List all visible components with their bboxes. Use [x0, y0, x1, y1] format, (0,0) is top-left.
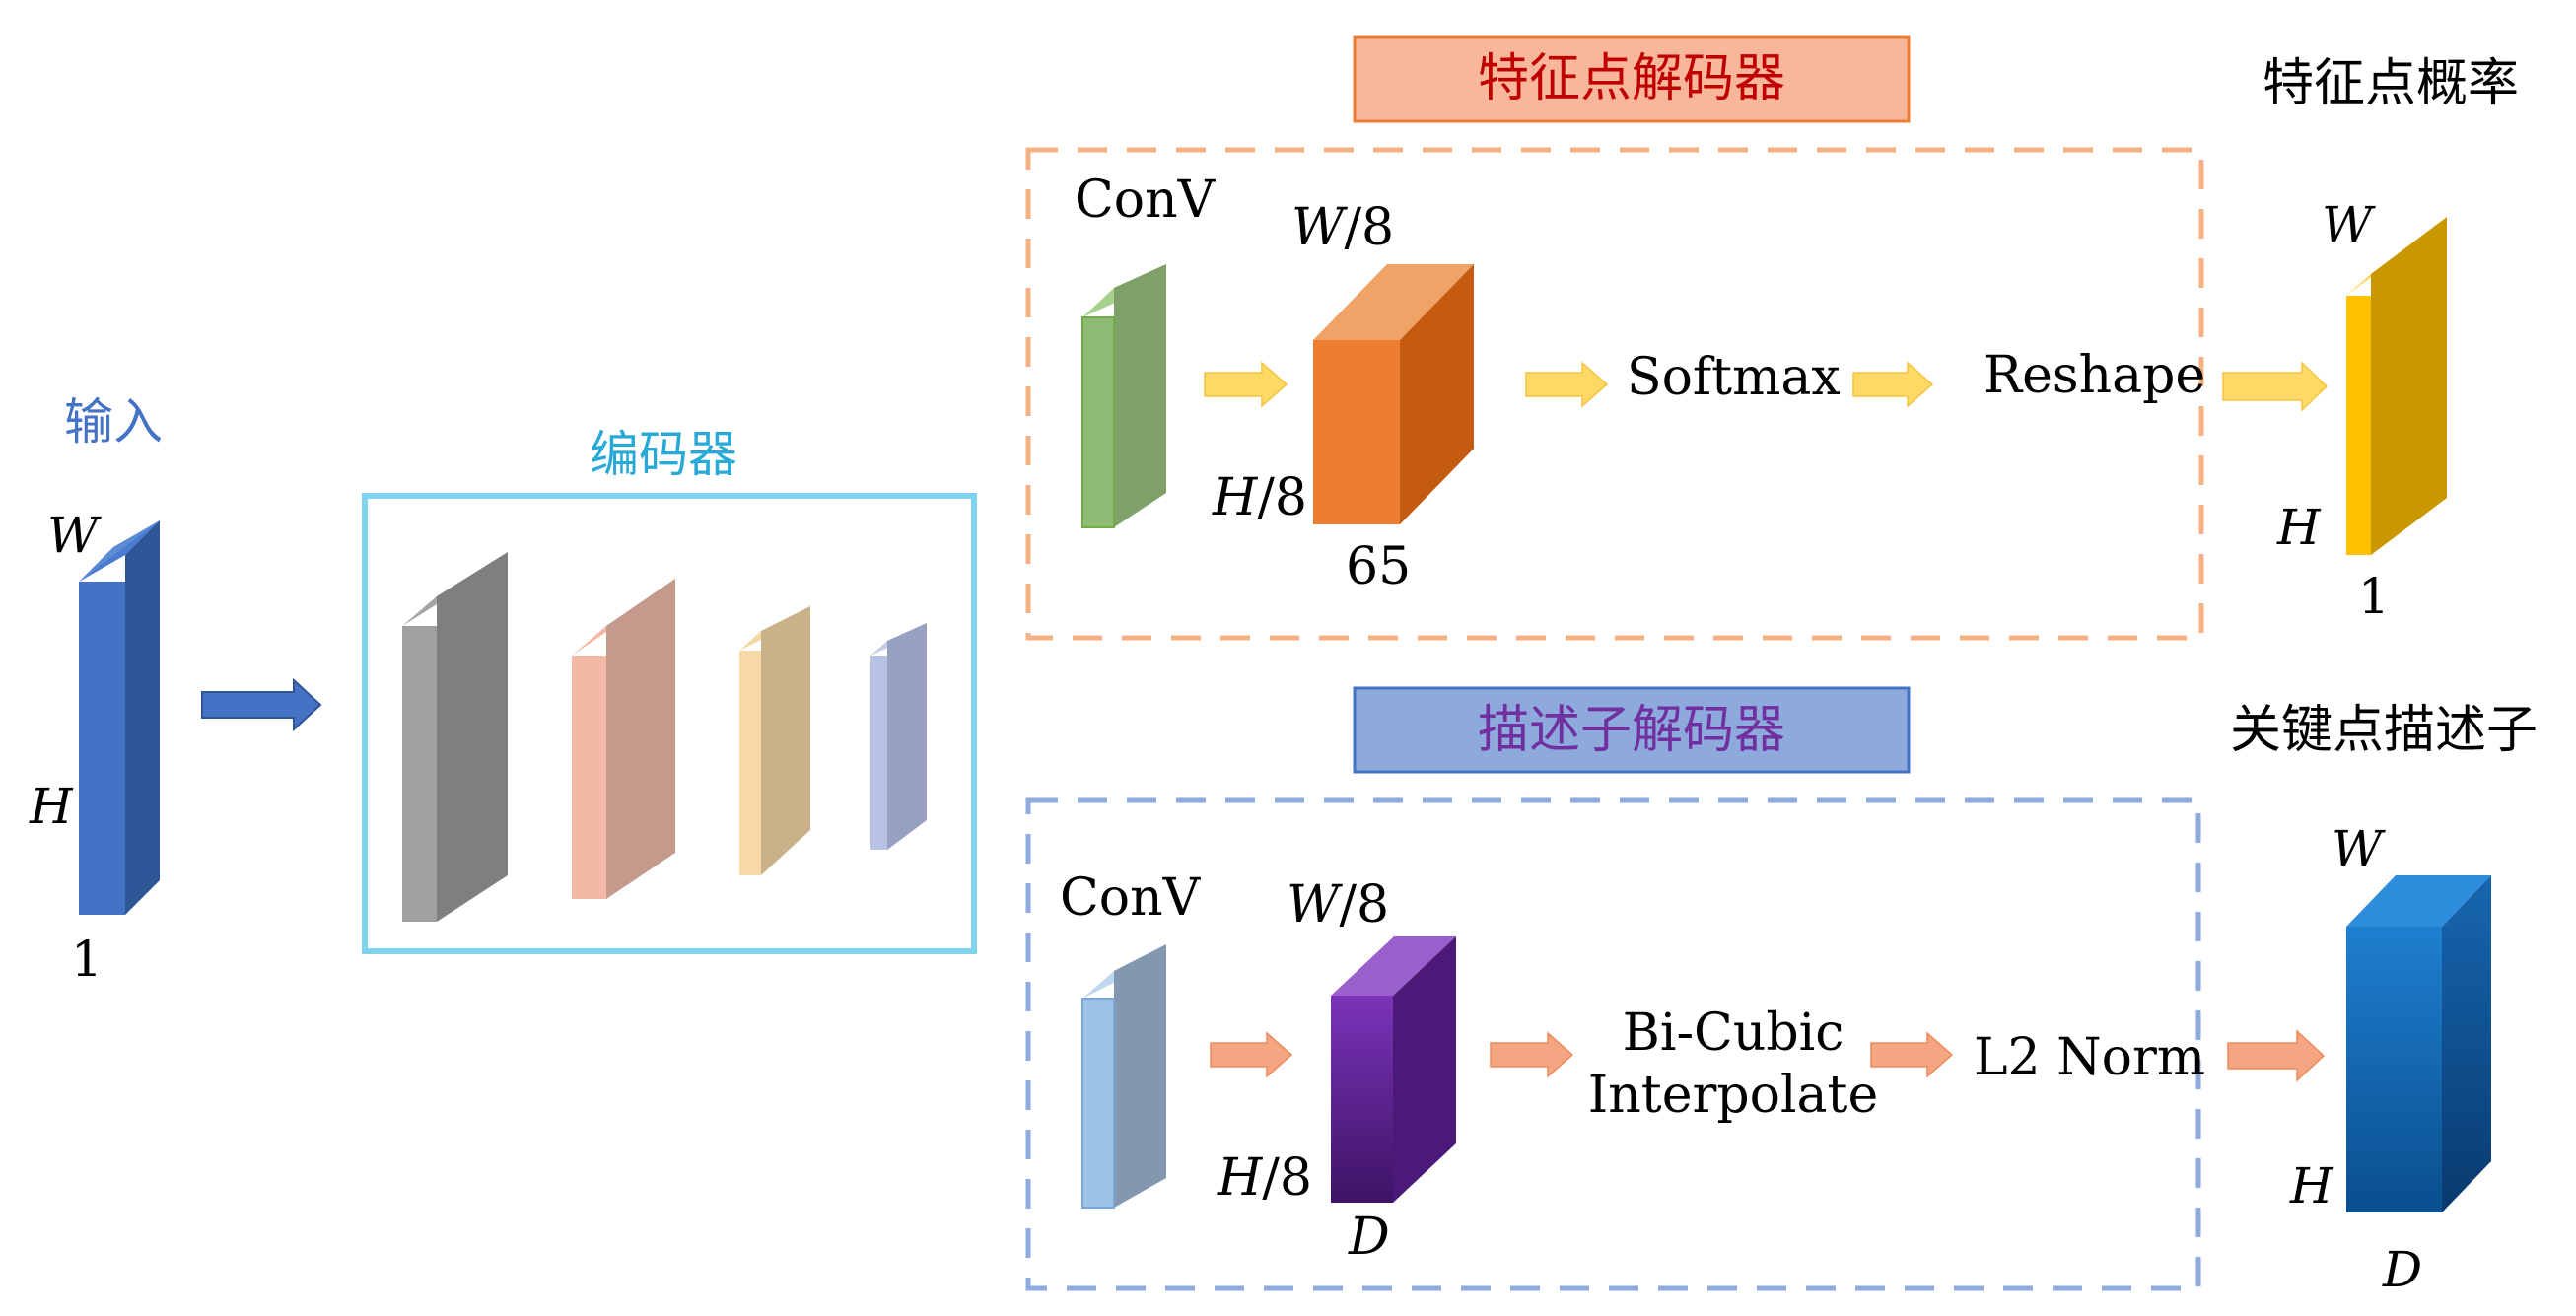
detector-conv-label: ConV: [1075, 171, 1217, 230]
detector-dashed-box: [1025, 147, 2204, 641]
descriptor-l2norm-label: L2 Norm: [1974, 1028, 2205, 1087]
input-tensor-block: [79, 520, 160, 915]
detector-feature-block: [1313, 264, 1474, 524]
descriptor-title: 描述子解码器: [1478, 701, 1785, 760]
descriptor-title-box: [1353, 686, 1911, 774]
detector-depth-label: 65: [1346, 537, 1411, 596]
detector-arrow-2: [1525, 361, 1609, 408]
input-section: 输入 W H 1: [29, 393, 163, 988]
encoder-section: 编码器: [362, 426, 977, 954]
descriptor-height-label: H/8: [1217, 1148, 1312, 1208]
input-width-label: W: [47, 507, 102, 564]
descriptor-output-block: [2346, 875, 2491, 1212]
input-depth-label: 1: [71, 931, 103, 988]
encoder-layer-2: [572, 579, 675, 899]
detector-output-width-label: W: [2322, 196, 2376, 253]
detector-output-title: 特征点概率: [2263, 54, 2519, 113]
input-height-label: H: [29, 778, 74, 835]
descriptor-dashed-box: [1025, 797, 2201, 1291]
detector-title: 特征点解码器: [1478, 49, 1785, 108]
descriptor-width-label: W/8: [1287, 875, 1389, 935]
descriptor-output-title: 关键点描述子: [2230, 701, 2538, 760]
detector-output-depth-label: 1: [2358, 568, 2390, 625]
descriptor-arrow-2: [1490, 1031, 1574, 1078]
descriptor-arrow-3: [1870, 1031, 1954, 1078]
descriptor-arrow-1: [1210, 1031, 1293, 1078]
detector-decoder-section: 特征点解码器 ConV W/8 H/8 65 Softmax Reshape: [1025, 35, 2329, 641]
detector-width-label: W/8: [1291, 198, 1394, 257]
detector-title-box: [1353, 35, 1911, 123]
descriptor-output-depth-label: D: [2382, 1241, 2422, 1298]
detector-height-label: H/8: [1212, 468, 1307, 527]
detector-arrow-1: [1204, 361, 1288, 408]
encoder-layer-3: [739, 606, 810, 875]
detector-arrow-3: [1852, 361, 1934, 408]
detector-reshape-label: Reshape: [1984, 346, 2205, 405]
encoder-layer-1: [402, 552, 508, 922]
detector-output-section: 特征点概率 W H 1: [2263, 54, 2519, 625]
descriptor-output-height-label: H: [2289, 1157, 2334, 1214]
descriptor-conv-label: ConV: [1060, 868, 1202, 928]
encoder-title: 编码器: [590, 426, 737, 483]
input-to-encoder-arrow: [201, 677, 322, 732]
descriptor-conv-block: [1081, 944, 1166, 1209]
encoder-layer-4: [870, 623, 927, 850]
detector-output-height-label: H: [2276, 499, 2322, 556]
descriptor-decoder-section: 描述子解码器 ConV W/8 H/8 D Bi-Cubic Interpola…: [1025, 686, 2326, 1291]
descriptor-output-section: 关键点描述子 W H D: [2230, 701, 2538, 1298]
descriptor-depth-label: D: [1348, 1208, 1390, 1267]
descriptor-feature-block: [1331, 936, 1456, 1203]
descriptor-bicubic-line2: Interpolate: [1588, 1066, 1878, 1125]
detector-conv-block: [1081, 264, 1166, 528]
descriptor-arrow-4: [2227, 1029, 2326, 1082]
descriptor-bicubic-line1: Bi-Cubic: [1623, 1004, 1845, 1063]
detector-softmax-label: Softmax: [1627, 348, 1841, 407]
descriptor-output-width-label: W: [2332, 820, 2386, 877]
input-title: 输入: [64, 393, 163, 450]
encoder-box: [362, 493, 977, 954]
detector-arrow-4: [2222, 361, 2329, 412]
detector-output-block: [2346, 217, 2447, 555]
